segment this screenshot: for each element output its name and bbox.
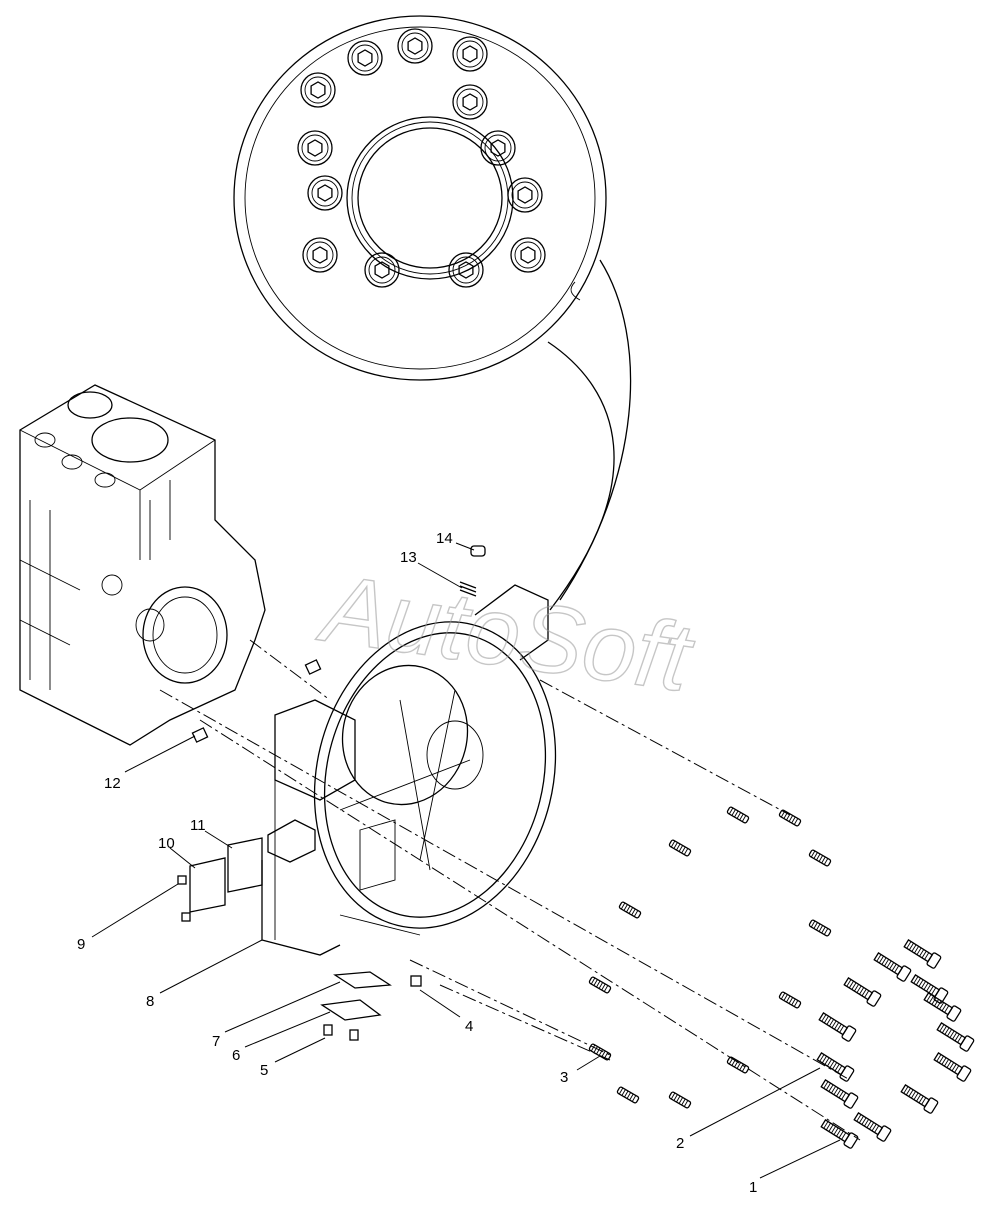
stud-icon bbox=[668, 1091, 692, 1109]
callout-8: 8 bbox=[146, 993, 154, 1010]
callout-5: 5 bbox=[260, 1062, 268, 1079]
hex-bolt-icon bbox=[936, 1022, 975, 1052]
alignment-axes bbox=[159, 639, 861, 1141]
stud-icon bbox=[778, 991, 802, 1009]
bolt-head-icon bbox=[510, 237, 546, 273]
stud-icon bbox=[668, 839, 692, 857]
bolt-head-icon bbox=[448, 252, 484, 288]
bolt-head-icon bbox=[480, 130, 516, 166]
callout-14: 14 bbox=[436, 530, 453, 547]
stud-icon bbox=[726, 1056, 750, 1074]
hex-bolt-icon bbox=[843, 977, 882, 1007]
hex-bolt-icon bbox=[818, 1012, 857, 1042]
bolt-head-icon bbox=[300, 72, 336, 108]
flywheel-housing bbox=[261, 584, 557, 956]
callout-6: 6 bbox=[232, 1047, 240, 1064]
hex-bolt-icon bbox=[933, 1052, 972, 1082]
bolt-head-icon bbox=[347, 40, 383, 76]
callout-7: 7 bbox=[212, 1033, 220, 1050]
bolt-head-icon bbox=[452, 84, 488, 120]
hex-bolt-icon bbox=[853, 1112, 892, 1142]
bolt-head-icon bbox=[297, 130, 333, 166]
bolt-head-icon bbox=[507, 177, 543, 213]
callout-1: 1 bbox=[749, 1179, 757, 1196]
hex-bolt-icon bbox=[816, 1052, 855, 1082]
small-parts bbox=[177, 545, 486, 1041]
watermark-text: AutoSoft bbox=[312, 554, 700, 712]
hex-bolt-icon bbox=[820, 1119, 859, 1149]
stud-icon bbox=[808, 919, 832, 937]
engine-block bbox=[19, 384, 266, 746]
stud-icon bbox=[618, 901, 642, 919]
bolt-head-icon bbox=[452, 36, 488, 72]
hex-bolt-icon bbox=[900, 1084, 939, 1114]
stud-icon bbox=[778, 809, 802, 827]
callout-10: 10 bbox=[158, 835, 175, 852]
stud-icon bbox=[616, 1086, 640, 1104]
callout-3: 3 bbox=[560, 1069, 568, 1086]
detail-bolt-heads bbox=[297, 28, 546, 288]
callout-leaders bbox=[91, 542, 841, 1179]
bolt-head-icon bbox=[307, 175, 343, 211]
hex-bolt-icon bbox=[820, 1079, 859, 1109]
callout-4: 4 bbox=[465, 1018, 473, 1035]
callout-13: 13 bbox=[400, 549, 417, 566]
bolt-head-icon bbox=[397, 28, 433, 64]
stud-icon bbox=[588, 976, 612, 994]
detail-view bbox=[233, 15, 632, 611]
callout-12: 12 bbox=[104, 775, 121, 792]
callout-2: 2 bbox=[676, 1135, 684, 1152]
hex-bolt-icon bbox=[923, 992, 962, 1022]
hex-bolt-icon bbox=[873, 952, 912, 982]
stud-icon bbox=[588, 1043, 612, 1061]
hex-bolt-icon bbox=[903, 939, 942, 969]
fasteners bbox=[588, 806, 975, 1149]
bolt-head-icon bbox=[364, 252, 400, 288]
stud-icon bbox=[726, 806, 750, 824]
stud-icon bbox=[808, 849, 832, 867]
bolt-head-icon bbox=[302, 237, 338, 273]
callout-labels: 1 2 3 4 5 6 7 8 9 10 11 12 13 14 bbox=[77, 530, 757, 1196]
callout-11: 11 bbox=[190, 817, 206, 834]
hex-bolt-icon bbox=[910, 974, 949, 1004]
callout-9: 9 bbox=[77, 936, 85, 953]
